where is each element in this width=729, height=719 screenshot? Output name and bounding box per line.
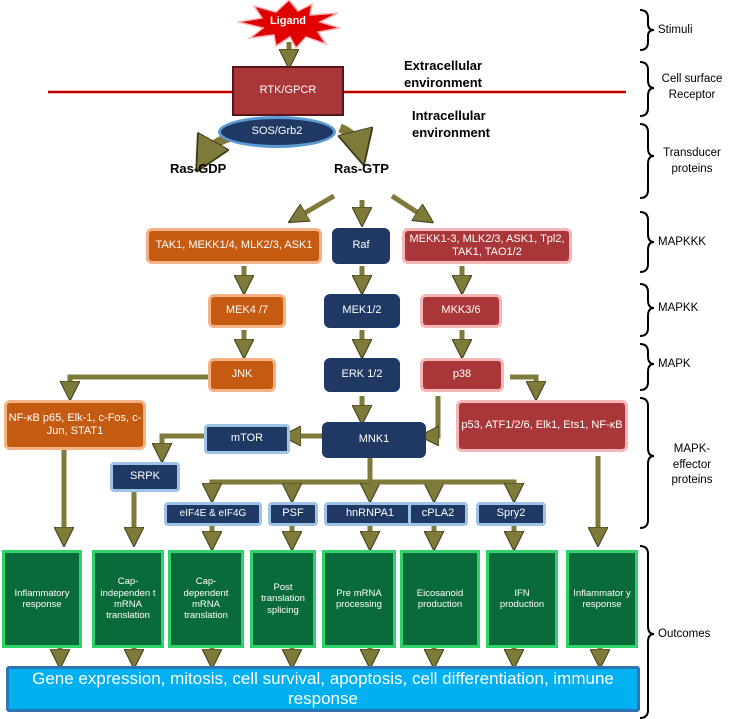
mek47-box: MEK4 /7	[208, 294, 286, 328]
hnrnpa1-box: hnRNPA1	[324, 502, 416, 526]
arrow-rasgtp-tak1	[296, 193, 336, 218]
gene-expression-box: Gene expression, mitosis, cell survival,…	[6, 666, 640, 712]
arrow-p38-mnk1	[428, 396, 441, 436]
outcome-inflammatory: Inflammatory response	[2, 550, 82, 648]
extracellular-label: Extracellular environment	[404, 58, 483, 90]
outcome-eicosanoid: Eicosanoid production	[400, 550, 480, 648]
arrow-p38-p53	[510, 374, 536, 392]
outcome-post-translation: Post translation splicing	[250, 550, 316, 648]
cpla2-box: cPLA2	[408, 502, 468, 526]
bracket-receptor	[639, 61, 655, 117]
label-transducer: Transducer proteins	[663, 147, 721, 175]
tak1-mekk-box: TAK1, MEKK1/4, MLK2/3, ASK1	[146, 228, 322, 264]
p53-effector-box: p53, ATF1/2/6, Elk1, Ets1, NF-κB	[456, 400, 628, 452]
ras-gtp-label: Ras-GTP	[334, 161, 389, 176]
srpk-box: SRPK	[110, 462, 180, 492]
spry2-box: Spry2	[476, 502, 546, 526]
bracket-mapkkk	[639, 211, 655, 273]
label-stimuli: Stimuli	[658, 24, 693, 36]
outcome-cap-independent: Cap-independen t mRNA translation	[92, 550, 164, 648]
ras-gdp-label: Ras-GDP	[170, 161, 227, 176]
mtor-box: mTOR	[204, 424, 290, 454]
intracellular-label: Intracellular environment	[412, 108, 491, 140]
p38-box: p38	[420, 358, 504, 392]
label-mapk: MAPK	[658, 358, 691, 370]
mekk13-box: MEKK1-3, MLK2/3, ASK1, Tpl2, TAK1, TAO1/…	[402, 228, 572, 264]
arrow-jnk-nfkb	[70, 374, 212, 392]
outcome-inflammatory-2: Inflammator y response	[566, 550, 638, 648]
mkk36-box: MKK3/6	[420, 294, 502, 328]
arrow-mtor-srpk	[162, 433, 206, 454]
bracket-mapk	[639, 343, 655, 391]
bracket-transducer	[639, 123, 655, 199]
label-outcomes: Outcomes	[658, 628, 711, 640]
ras-gtp-curve	[340, 123, 360, 150]
outcome-ifn: IFN production	[486, 550, 558, 648]
arrow-layer	[60, 42, 600, 660]
label-mapkk: MAPKK	[658, 302, 699, 314]
bracket-outcomes	[639, 545, 655, 719]
jnk-box: JNK	[208, 358, 276, 392]
bracket-mapkk	[639, 283, 655, 337]
bracket-layer	[639, 9, 655, 719]
ligand-label: Ligand	[269, 15, 307, 27]
label-mapkkk: MAPKKK	[658, 236, 706, 248]
sos-grb2-ellipse: SOS/Grb2	[218, 116, 336, 148]
ligand-star	[237, 0, 341, 50]
bracket-effector	[639, 397, 655, 529]
bracket-stimuli	[639, 9, 655, 51]
arrow-rasgtp-mekk	[390, 193, 426, 218]
outcome-pre-mrna: Pre mRNA processing	[322, 550, 396, 648]
label-cell-surface-receptor: Cell surface Receptor	[661, 73, 723, 101]
erk12-box: ERK 1/2	[324, 358, 400, 392]
rtk-gpcr-box: RTK/GPCR	[232, 66, 344, 116]
label-effector: MAPK-effector proteins	[671, 443, 713, 487]
arrow-bus-spry2	[370, 479, 514, 494]
raf-box: Raf	[332, 228, 390, 264]
nfkb-effector-box: NF-κB p65, Elk-1, c-Fos, c-Jun, STAT1	[4, 400, 146, 450]
mnk1-box: MNK1	[322, 422, 426, 458]
psf-box: PSF	[268, 502, 318, 526]
eif4e-box: eIF4E & eIF4G	[164, 502, 262, 526]
mek12-box: MEK1/2	[324, 294, 400, 328]
outcome-cap-dependent: Cap-dependent mRNA translation	[168, 550, 244, 648]
